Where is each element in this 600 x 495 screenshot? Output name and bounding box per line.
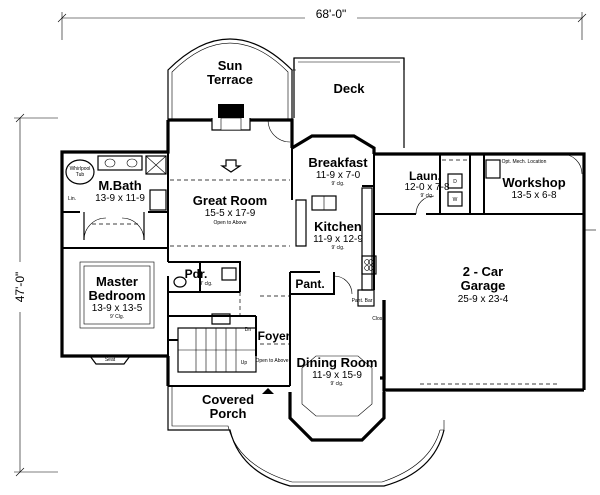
room-covered-porch: Covered Porch [202,392,254,421]
laundry-size: 12-0 x 7-8 [404,182,449,193]
master-bedroom-size: 13-9 x 13-5 [92,303,143,314]
workshop-walls [470,153,584,215]
great-room-size: 15-5 x 17-9 [205,208,256,219]
garage-doors [420,229,596,385]
fireplace [211,104,251,131]
room-deck: Deck [333,81,365,96]
laundry-note: 9' clg. [421,193,434,199]
foyer-note: Open to Above [255,358,288,364]
mbath-size: 13-9 x 11-9 [95,193,145,204]
powder-room-walls [168,261,241,293]
deck-label: Deck [333,81,365,96]
kitchen-size: 11-9 x 12-9 [313,234,363,245]
room-powder: Pdr. 9' clg. [185,267,213,287]
sun-terrace-label-line2: Terrace [207,72,253,87]
master-bedroom-note: 9' Clg. [110,314,124,320]
workshop-label: Workshop [502,175,565,190]
dryer-label: D [453,179,457,185]
svg-text:Tub: Tub [76,172,85,178]
great-room-label: Great Room [193,193,267,208]
powder-note: 9' clg. [200,281,213,287]
width-dimension-label: 68'-0" [316,7,347,21]
dining-room-label: Dining Room [297,355,378,370]
master-bay-window: Seat [89,355,131,365]
room-breakfast: Breakfast 11-9 x 7-0 9' clg. [308,155,368,187]
garage-label-line2: Garage [461,278,506,293]
great-room-note: Open to Above [213,220,246,226]
room-workshop: Opt. Mech. Location Workshop 13-5 x 6-8 [502,159,566,201]
overall-height-dimension: 47'-0" [12,113,58,477]
dining-room-size: 11-9 x 15-9 [312,370,362,381]
room-great-room: Great Room 15-5 x 17-9 Open to Above [193,193,267,226]
room-foyer: Foyer Open to Above [255,329,290,364]
dining-room-note: 9' clg. [331,381,344,387]
foyer-label: Foyer [258,329,291,343]
master-bedroom-label-line1: Master [96,274,138,289]
foyer-walls: Dn Up [168,292,290,373]
mbath-label: M.Bath [98,178,141,193]
kitchen-label: Kitchen [314,219,362,234]
room-master-bedroom: Master Bedroom 13-9 x 13-5 9' Clg. [88,274,145,320]
laundry-walls: D W [374,154,471,215]
room-pantry: Pant. [295,277,324,291]
pantry-bar-label: Pant. Bar [352,298,373,304]
stair-down-label: Dn [245,327,252,333]
overall-width-dimension: 68'-0" [57,6,587,40]
great-room-details [170,119,291,247]
seat-label: Seat [105,357,116,363]
laundry-label: Laun. [409,169,441,183]
garage-label-line1: 2 - Car [463,264,503,279]
covered-porch [167,385,445,487]
room-laundry: Laun. 12-0 x 7-8 9' clg. [404,169,449,199]
deck-outline [292,57,405,148]
svg-text:Whirlpool: Whirlpool [70,166,91,172]
covered-porch-label-line1: Covered [202,392,254,407]
stair-up-label: Up [241,360,248,366]
room-kitchen: Kitchen 11-9 x 12-9 9' clg. [313,219,363,251]
breakfast-size: 11-9 x 7-0 [316,170,361,181]
sun-terrace-outline [167,38,293,120]
breakfast-label: Breakfast [308,155,368,170]
breakfast-note: 9' clg. [332,181,345,187]
garage-size: 25-9 x 23-4 [458,294,509,305]
pantry-label: Pant. [295,277,324,291]
master-bedroom-label-line2: Bedroom [88,288,145,303]
height-dimension-label: 47'-0" [13,272,27,303]
pantry-walls: Pant. Bar Clos. [289,271,384,322]
dining-room-walls [288,294,386,442]
master-bedroom-ceiling [61,250,155,356]
workshop-note: Opt. Mech. Location [502,159,547,165]
covered-porch-label-line2: Porch [210,406,247,421]
washer-label: W [453,197,458,203]
room-dining-room: Dining Room 11-9 x 15-9 9' clg. [297,355,378,387]
closet-label: Clos. [372,316,383,322]
powder-label: Pdr. [185,267,208,281]
sun-terrace-label-line1: Sun [218,58,243,73]
master-bath-walls: Whirlpool Tub Lin. [62,155,168,249]
room-mbath: M.Bath 13-9 x 11-9 [95,178,145,204]
linen-label: Lin. [68,196,76,202]
room-garage: 2 - Car Garage 25-9 x 23-4 [458,264,509,305]
workshop-size: 13-5 x 6-8 [511,190,556,201]
kitchen-note: 9' clg. [332,245,345,251]
room-sun-terrace: Sun Terrace [207,58,253,87]
